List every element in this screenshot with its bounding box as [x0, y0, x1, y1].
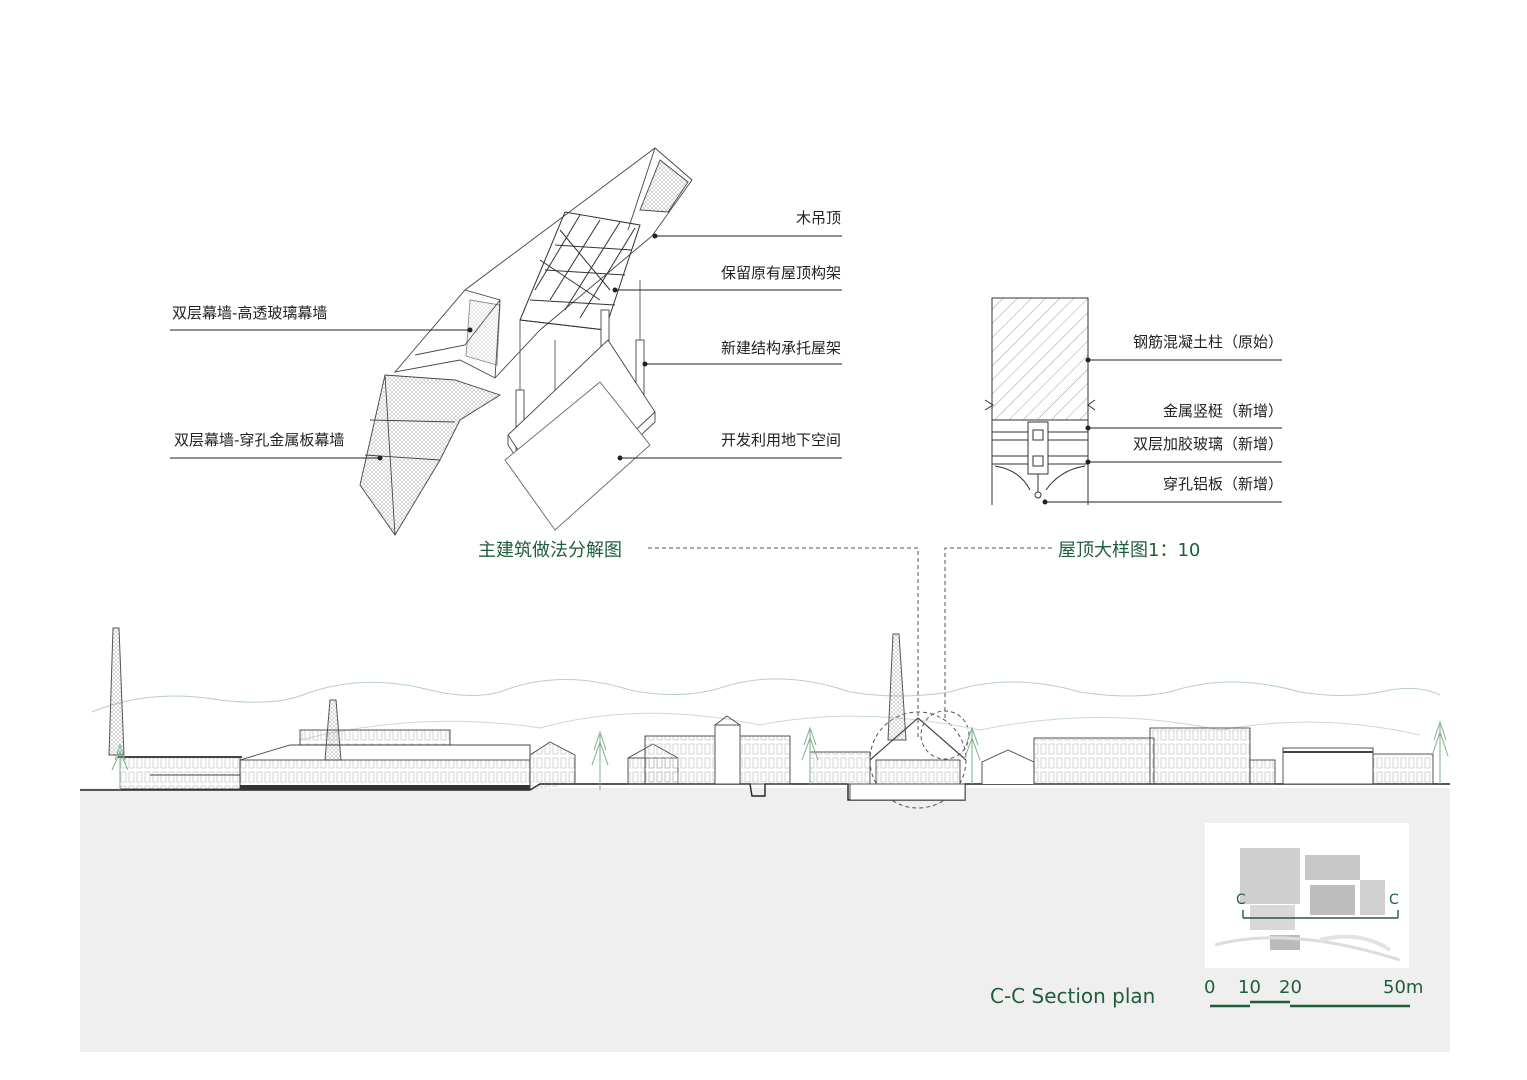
label-laminated-glass: 双层加胶玻璃（新增）: [1132, 435, 1283, 453]
roof-detail: [984, 297, 1096, 505]
background-hills: [91, 678, 1441, 713]
label-new-support-structure: 新建结构承托屋架: [720, 339, 841, 357]
exploded-leaders: [170, 235, 842, 459]
scale-bar: [1210, 1000, 1410, 1008]
label-perforated-aluminum: 穿孔铝板（新增）: [1162, 475, 1283, 493]
label-rc-column: 钢筋混凝土柱（原始）: [1132, 333, 1283, 351]
background-hills-2: [299, 712, 1421, 741]
trees: [111, 720, 1449, 790]
exploded-leader-dots: [377, 233, 658, 461]
label-underground-space: 开发利用地下空间: [720, 431, 841, 449]
key-plan: [1205, 823, 1409, 968]
chimneys: [108, 627, 907, 761]
label-metal-mullion: 金属竖梃（新增）: [1162, 402, 1283, 420]
label-perforated-metal-curtain-wall: 双层幕墙-穿孔金属板幕墙: [174, 431, 345, 449]
scale-label-0: 0: [1204, 977, 1216, 998]
scale-label-10: 10: [1238, 977, 1261, 998]
keyplan-mark-left: C: [1236, 892, 1246, 908]
detail-leader-dots: [1042, 357, 1091, 505]
detail-leaders: [1045, 359, 1282, 503]
exploded-axonometric: [359, 147, 693, 536]
section-title: C-C Section plan: [990, 984, 1156, 1008]
label-retained-roof-truss: 保留原有屋顶构架: [720, 264, 841, 282]
label-glass-curtain-wall: 双层幕墙-高透玻璃幕墙: [172, 304, 328, 322]
scale-label-20: 20: [1279, 977, 1302, 998]
scale-label-50m: 50m: [1383, 977, 1424, 998]
label-wood-ceiling: 木吊顶: [795, 209, 841, 227]
detail-title: 屋顶大样图1：10: [1058, 540, 1201, 561]
exploded-title: 主建筑做法分解图: [478, 540, 622, 561]
section-buildings: [118, 715, 1434, 801]
keyplan-mark-right: C: [1389, 892, 1399, 908]
